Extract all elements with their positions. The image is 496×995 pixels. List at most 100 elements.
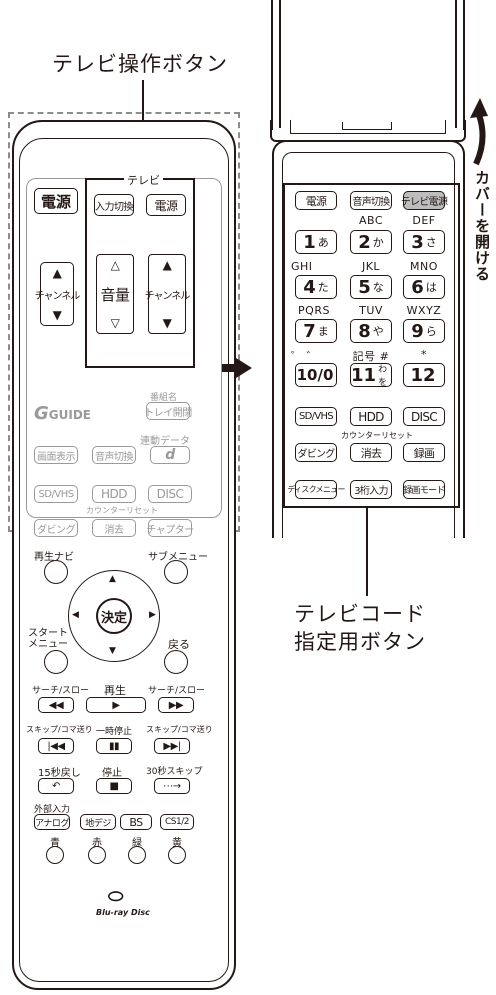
phone-disc-menu-button[interactable]: ディスクメニュー xyxy=(287,480,345,499)
key-letters-12: * xyxy=(421,348,427,361)
cover-right-inner-edge xyxy=(455,0,457,128)
channel-label: チャンネル xyxy=(34,290,81,302)
phone-sdvhs-button[interactable]: SD/VHS xyxy=(295,407,337,426)
skip30-label: 30秒スキップ xyxy=(146,767,203,777)
audio-switch-button[interactable]: 音声切換 xyxy=(92,446,136,464)
data-d-button[interactable]: d xyxy=(150,446,190,464)
key-letters-7: PQRS xyxy=(298,304,330,317)
phone-record-button[interactable]: 録画 xyxy=(403,443,445,462)
bs-button[interactable]: BS xyxy=(120,814,152,830)
cross-key-down-icon: ▼ xyxy=(109,646,116,656)
phone-disc-button[interactable]: DISC xyxy=(403,407,445,426)
playback-navi-button[interactable] xyxy=(44,560,68,584)
terrestrial-button[interactable]: 地デジ xyxy=(80,814,116,830)
skip30-button[interactable]: ⋯→ xyxy=(154,778,190,794)
disc-button[interactable]: DISC xyxy=(148,485,192,503)
play-icon: ▶ xyxy=(112,699,120,711)
tv-channel-label: チャンネル xyxy=(144,290,191,302)
red-label: 赤 xyxy=(92,838,102,849)
green-label: 緑 xyxy=(132,838,142,849)
open-cover-label: カバーを開ける xyxy=(473,170,491,282)
enter-button[interactable]: 決定 xyxy=(96,598,132,634)
screen-display-button[interactable]: 画面表示 xyxy=(34,446,78,464)
phone-erase-button[interactable]: 消去 xyxy=(350,443,392,462)
green-button[interactable] xyxy=(128,846,146,864)
tv-channel-button[interactable]: ▲ チャンネル ▼ xyxy=(145,254,190,334)
remote-power-button[interactable]: 電源 xyxy=(34,188,78,214)
key-10[interactable]: 10/0 xyxy=(295,363,337,387)
key-letters-9: WXYZ xyxy=(406,304,442,317)
volume-label: 音量 xyxy=(100,285,130,304)
skip-back-button[interactable]: |◀◀ xyxy=(38,738,74,754)
skip-right-label: スキップ/コマ送り xyxy=(146,725,213,734)
skip-left-label: スキップ/コマ送り xyxy=(26,725,93,734)
back15-button[interactable]: ↶ xyxy=(38,778,74,794)
submenu-button[interactable] xyxy=(164,560,188,584)
skip-forward-button[interactable]: ▶▶| xyxy=(154,738,190,754)
phone-hdd-button[interactable]: HDD xyxy=(350,407,392,426)
remote-channel-button[interactable]: ▲ チャンネル ▼ xyxy=(35,262,80,326)
tray-top-label: 番組名 xyxy=(150,393,178,403)
start-menu-label: スタートメニュー xyxy=(28,628,68,650)
volume-button[interactable]: △ 音量 ▽ xyxy=(96,254,134,334)
skip-back-icon: |◀◀ xyxy=(47,740,65,752)
callout-tv-code-line1: テレビコード xyxy=(294,602,426,626)
hdd-button[interactable]: HDD xyxy=(92,485,136,503)
key-letters-3: DEF xyxy=(412,214,436,227)
tv-power-button[interactable]: 電源 xyxy=(146,194,186,216)
phone-remote-body xyxy=(272,140,465,538)
phone-power-button[interactable]: 電源 xyxy=(295,191,337,210)
tray-open-button[interactable]: トレイ開閉 xyxy=(144,402,192,420)
channel-down-icon: ▼ xyxy=(52,308,62,322)
blue-button[interactable] xyxy=(46,846,64,864)
phone-record-mode-button[interactable]: 録画モード xyxy=(403,480,445,499)
phone-three-digit-button[interactable]: 3桁入力 xyxy=(350,480,392,499)
key-12[interactable]: 12 xyxy=(403,363,445,387)
pause-button[interactable]: ▮▮ xyxy=(96,738,132,754)
cover-right-outer-edge xyxy=(463,0,465,130)
back15-label: 15秒戻し xyxy=(38,768,81,779)
skip-forward-icon: ▶▶| xyxy=(163,740,181,752)
pause-icon: ▮▮ xyxy=(108,740,120,752)
dubbing-button[interactable]: ダビング xyxy=(34,519,78,537)
phone-tv-power-button[interactable]: テレビ電源 xyxy=(401,191,448,210)
yellow-button[interactable] xyxy=(168,846,186,864)
cs-button[interactable]: CS1/2 xyxy=(160,814,194,830)
phone-audio-switch-button[interactable]: 音声切換 xyxy=(350,191,392,210)
volume-up-icon: △ xyxy=(110,258,120,272)
phone-dubbing-button[interactable]: ダビング xyxy=(295,443,337,462)
cross-key-right-icon: ▶ xyxy=(149,610,156,620)
channel-up-icon: ▲ xyxy=(52,266,62,280)
remote-inner-outline xyxy=(19,138,229,982)
analog-button[interactable]: アナログ xyxy=(34,814,70,830)
back-button[interactable] xyxy=(164,650,188,674)
cover-left-outer-edge xyxy=(271,0,273,130)
erase-button[interactable]: 消去 xyxy=(92,519,136,537)
rewind-icon: ◀◀ xyxy=(48,699,64,711)
tv-code-button-panel xyxy=(283,183,460,508)
play-button[interactable]: ▶ xyxy=(86,697,146,713)
replay-icon: ↶ xyxy=(52,780,60,792)
input-switch-button[interactable]: 入力切換 xyxy=(94,194,134,216)
cover-left-inner-edge xyxy=(279,0,281,128)
arrow-shaft xyxy=(222,364,240,372)
fast-forward-button[interactable]: ▶▶ xyxy=(158,697,194,713)
rewind-button[interactable]: ◀◀ xyxy=(38,697,74,713)
red-button[interactable] xyxy=(88,846,106,864)
submenu-label: サブメニュー xyxy=(148,552,208,563)
bluray-logo: Blu-ray Disc xyxy=(96,908,150,917)
stop-button[interactable]: ■ xyxy=(96,778,132,794)
chapter-button[interactable]: チャプター xyxy=(146,519,194,537)
sdvhs-button[interactable]: SD/VHS xyxy=(34,485,78,503)
start-menu-button[interactable] xyxy=(44,650,68,674)
